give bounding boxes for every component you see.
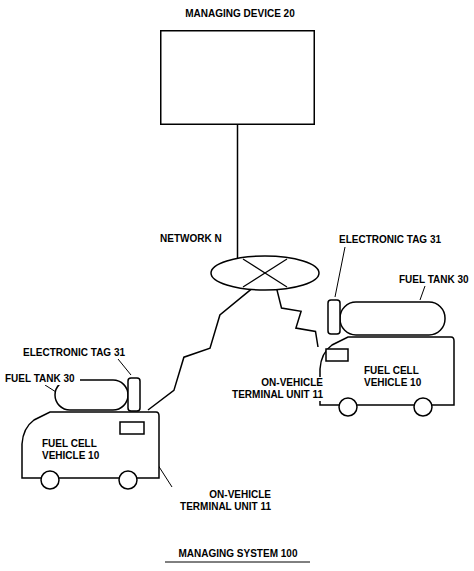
part-label: ON-VEHICLE TERMINAL UNIT 11 [226, 377, 324, 401]
fuel-cell-vehicle: FUEL CELL VEHICLE 10 [20, 410, 160, 490]
part-label: ELECTRONIC TAG 31 [338, 234, 450, 246]
managing-device-box: MANAGING DEVICE 20 [160, 30, 315, 125]
figure-caption: MANAGING SYSTEM 100 [137, 548, 339, 560]
wired-link [237, 125, 239, 258]
node-label: NETWORK N [160, 233, 230, 245]
wireless-link [277, 290, 318, 347]
electronic-tag [328, 300, 340, 334]
node-label: MANAGING DEVICE 20 [155, 8, 325, 20]
wheel [339, 398, 357, 416]
caption-underline [165, 562, 310, 563]
part-label: ELECTRONIC TAG 31 [22, 347, 134, 359]
vehicle-body [320, 337, 454, 405]
on-vehicle-terminal-unit [326, 349, 348, 361]
part-label: FUEL TANK 30 [4, 373, 80, 385]
wheel [414, 398, 432, 416]
wheel [41, 471, 59, 489]
node-label: FUEL CELL VEHICLE 10 [42, 438, 122, 462]
node-label: FUEL CELL VEHICLE 10 [364, 365, 444, 389]
vehicle-body [22, 412, 159, 478]
wheel [119, 471, 137, 489]
box-outline [161, 31, 315, 125]
part-label: FUEL TANK 30 [398, 274, 474, 286]
on-vehicle-terminal-unit [120, 422, 144, 434]
network-cross [243, 259, 287, 287]
node-outline [210, 255, 320, 291]
node-outline [160, 30, 315, 125]
network-cloud: NETWORK N [210, 255, 320, 291]
fuel-tank [340, 302, 445, 335]
network-cross [243, 259, 287, 287]
part-label: ON-VEHICLE TERMINAL UNIT 11 [160, 489, 272, 513]
fuel-cell-vehicle: FUEL CELL VEHICLE 10 [318, 335, 455, 417]
electronic-tag [128, 378, 140, 411]
network-ellipse [211, 256, 319, 290]
